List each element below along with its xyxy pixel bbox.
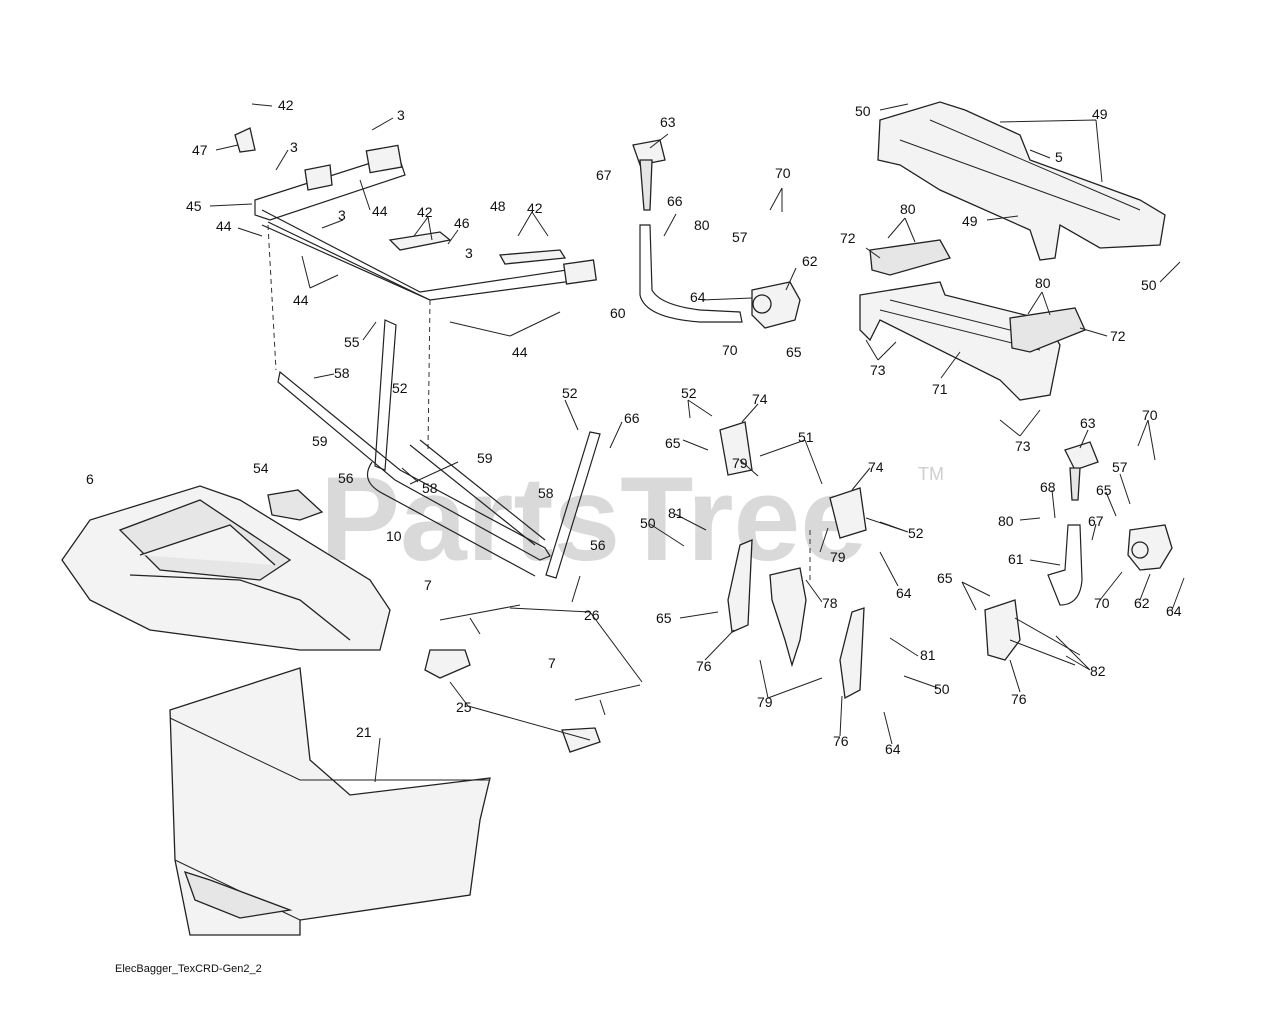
callout-label: 5	[1055, 149, 1063, 165]
callout-label: 45	[186, 198, 202, 214]
callout-label: 56	[338, 470, 354, 486]
callout-label: 65	[937, 570, 953, 586]
callout-label: 54	[253, 460, 269, 476]
bagger-frame-drawings	[61, 101, 1173, 936]
leader-lines	[209, 103, 1185, 783]
callout-label: 79	[830, 549, 846, 565]
callout-label: 58	[538, 485, 554, 501]
callout-label: 74	[868, 459, 884, 475]
callout-label: 52	[392, 380, 408, 396]
callout-label: 49	[1092, 106, 1108, 122]
callout-label: 64	[885, 741, 901, 757]
callout-label: 70	[1094, 595, 1110, 611]
callout-label: 57	[732, 229, 748, 245]
callout-label: 81	[668, 505, 684, 521]
callout-label: 7	[424, 577, 432, 593]
callout-label: 50	[1141, 277, 1157, 293]
callout-label: 82	[1090, 663, 1106, 679]
callout-label: 51	[798, 429, 814, 445]
callout-label: 76	[833, 733, 849, 749]
callout-label: 6	[86, 471, 94, 487]
callout-label: 59	[312, 433, 328, 449]
callout-label: 58	[422, 480, 438, 496]
callout-label: 46	[454, 215, 470, 231]
callout-label: 80	[998, 513, 1014, 529]
callout-label: 67	[1088, 513, 1104, 529]
callout-label: 48	[490, 198, 506, 214]
callout-label: 56	[590, 537, 606, 553]
callout-label: 52	[908, 525, 924, 541]
callout-label: 71	[932, 381, 948, 397]
callout-label: 26	[584, 607, 600, 623]
callout-label: 66	[624, 410, 640, 426]
callout-label: 68	[1040, 479, 1056, 495]
callout-label: 58	[334, 365, 350, 381]
callout-label: 72	[1110, 328, 1126, 344]
callout-label: 21	[356, 724, 372, 740]
callout-label: 66	[667, 193, 683, 209]
callout-label: 76	[1011, 691, 1027, 707]
diagram-caption: ElecBagger_TexCRD-Gen2_2	[115, 963, 262, 975]
callout-label: 7	[548, 655, 556, 671]
callout-label: 44	[293, 292, 309, 308]
callout-label: 64	[690, 289, 706, 305]
callout-label: 3	[465, 245, 473, 261]
callout-label: 63	[1080, 415, 1096, 431]
callout-label: 57	[1112, 459, 1128, 475]
callout-label: 72	[840, 230, 856, 246]
callout-label: 52	[681, 385, 697, 401]
callout-label: 60	[610, 305, 626, 321]
callout-label: 62	[1134, 595, 1150, 611]
callout-label: 64	[896, 585, 912, 601]
callout-label: 70	[775, 165, 791, 181]
callout-label: 73	[870, 362, 886, 378]
callout-label: 62	[802, 253, 818, 269]
callout-label: 50	[934, 681, 950, 697]
callout-label: 47	[192, 142, 208, 158]
callout-label: 78	[822, 595, 838, 611]
callout-label: 50	[640, 515, 656, 531]
callout-label: 79	[732, 455, 748, 471]
callout-label: 3	[290, 139, 298, 155]
callout-label: 3	[338, 207, 346, 223]
callout-label: 42	[527, 200, 543, 216]
callout-label: 73	[1015, 438, 1031, 454]
callout-label: 61	[1008, 551, 1024, 567]
callout-label: 80	[900, 201, 916, 217]
callout-label: 79	[757, 694, 773, 710]
callout-label: 42	[278, 97, 294, 113]
callout-label: 49	[962, 213, 978, 229]
callout-label: 65	[656, 610, 672, 626]
callout-label: 74	[752, 391, 768, 407]
callout-label: 80	[694, 217, 710, 233]
callout-label: 70	[722, 342, 738, 358]
callout-label: 44	[216, 218, 232, 234]
callout-label: 59	[477, 450, 493, 466]
callout-label: 3	[397, 107, 405, 123]
callout-label: 64	[1166, 603, 1182, 619]
callout-label: 76	[696, 658, 712, 674]
callout-label: 65	[665, 435, 681, 451]
callout-label: 44	[372, 203, 388, 219]
callout-label: 81	[920, 647, 936, 663]
part-callouts: 42 3 47 3 44 45 44 3 42 46 3 48 42 44 44…	[86, 97, 1182, 757]
callout-label: 55	[344, 334, 360, 350]
callout-label: 44	[512, 344, 528, 360]
callout-label: 63	[660, 114, 676, 130]
callout-label: 80	[1035, 275, 1051, 291]
callout-label: 70	[1142, 407, 1158, 423]
callout-label: 42	[417, 204, 433, 220]
callout-label: 10	[386, 528, 402, 544]
callout-label: 52	[562, 385, 578, 401]
callout-label: 50	[855, 103, 871, 119]
callout-label: 65	[786, 344, 802, 360]
watermark-trademark: TM	[918, 464, 944, 484]
callout-label: 25	[456, 699, 472, 715]
callout-label: 67	[596, 167, 612, 183]
watermark: PartsTree	[320, 452, 867, 586]
callout-label: 65	[1096, 482, 1112, 498]
